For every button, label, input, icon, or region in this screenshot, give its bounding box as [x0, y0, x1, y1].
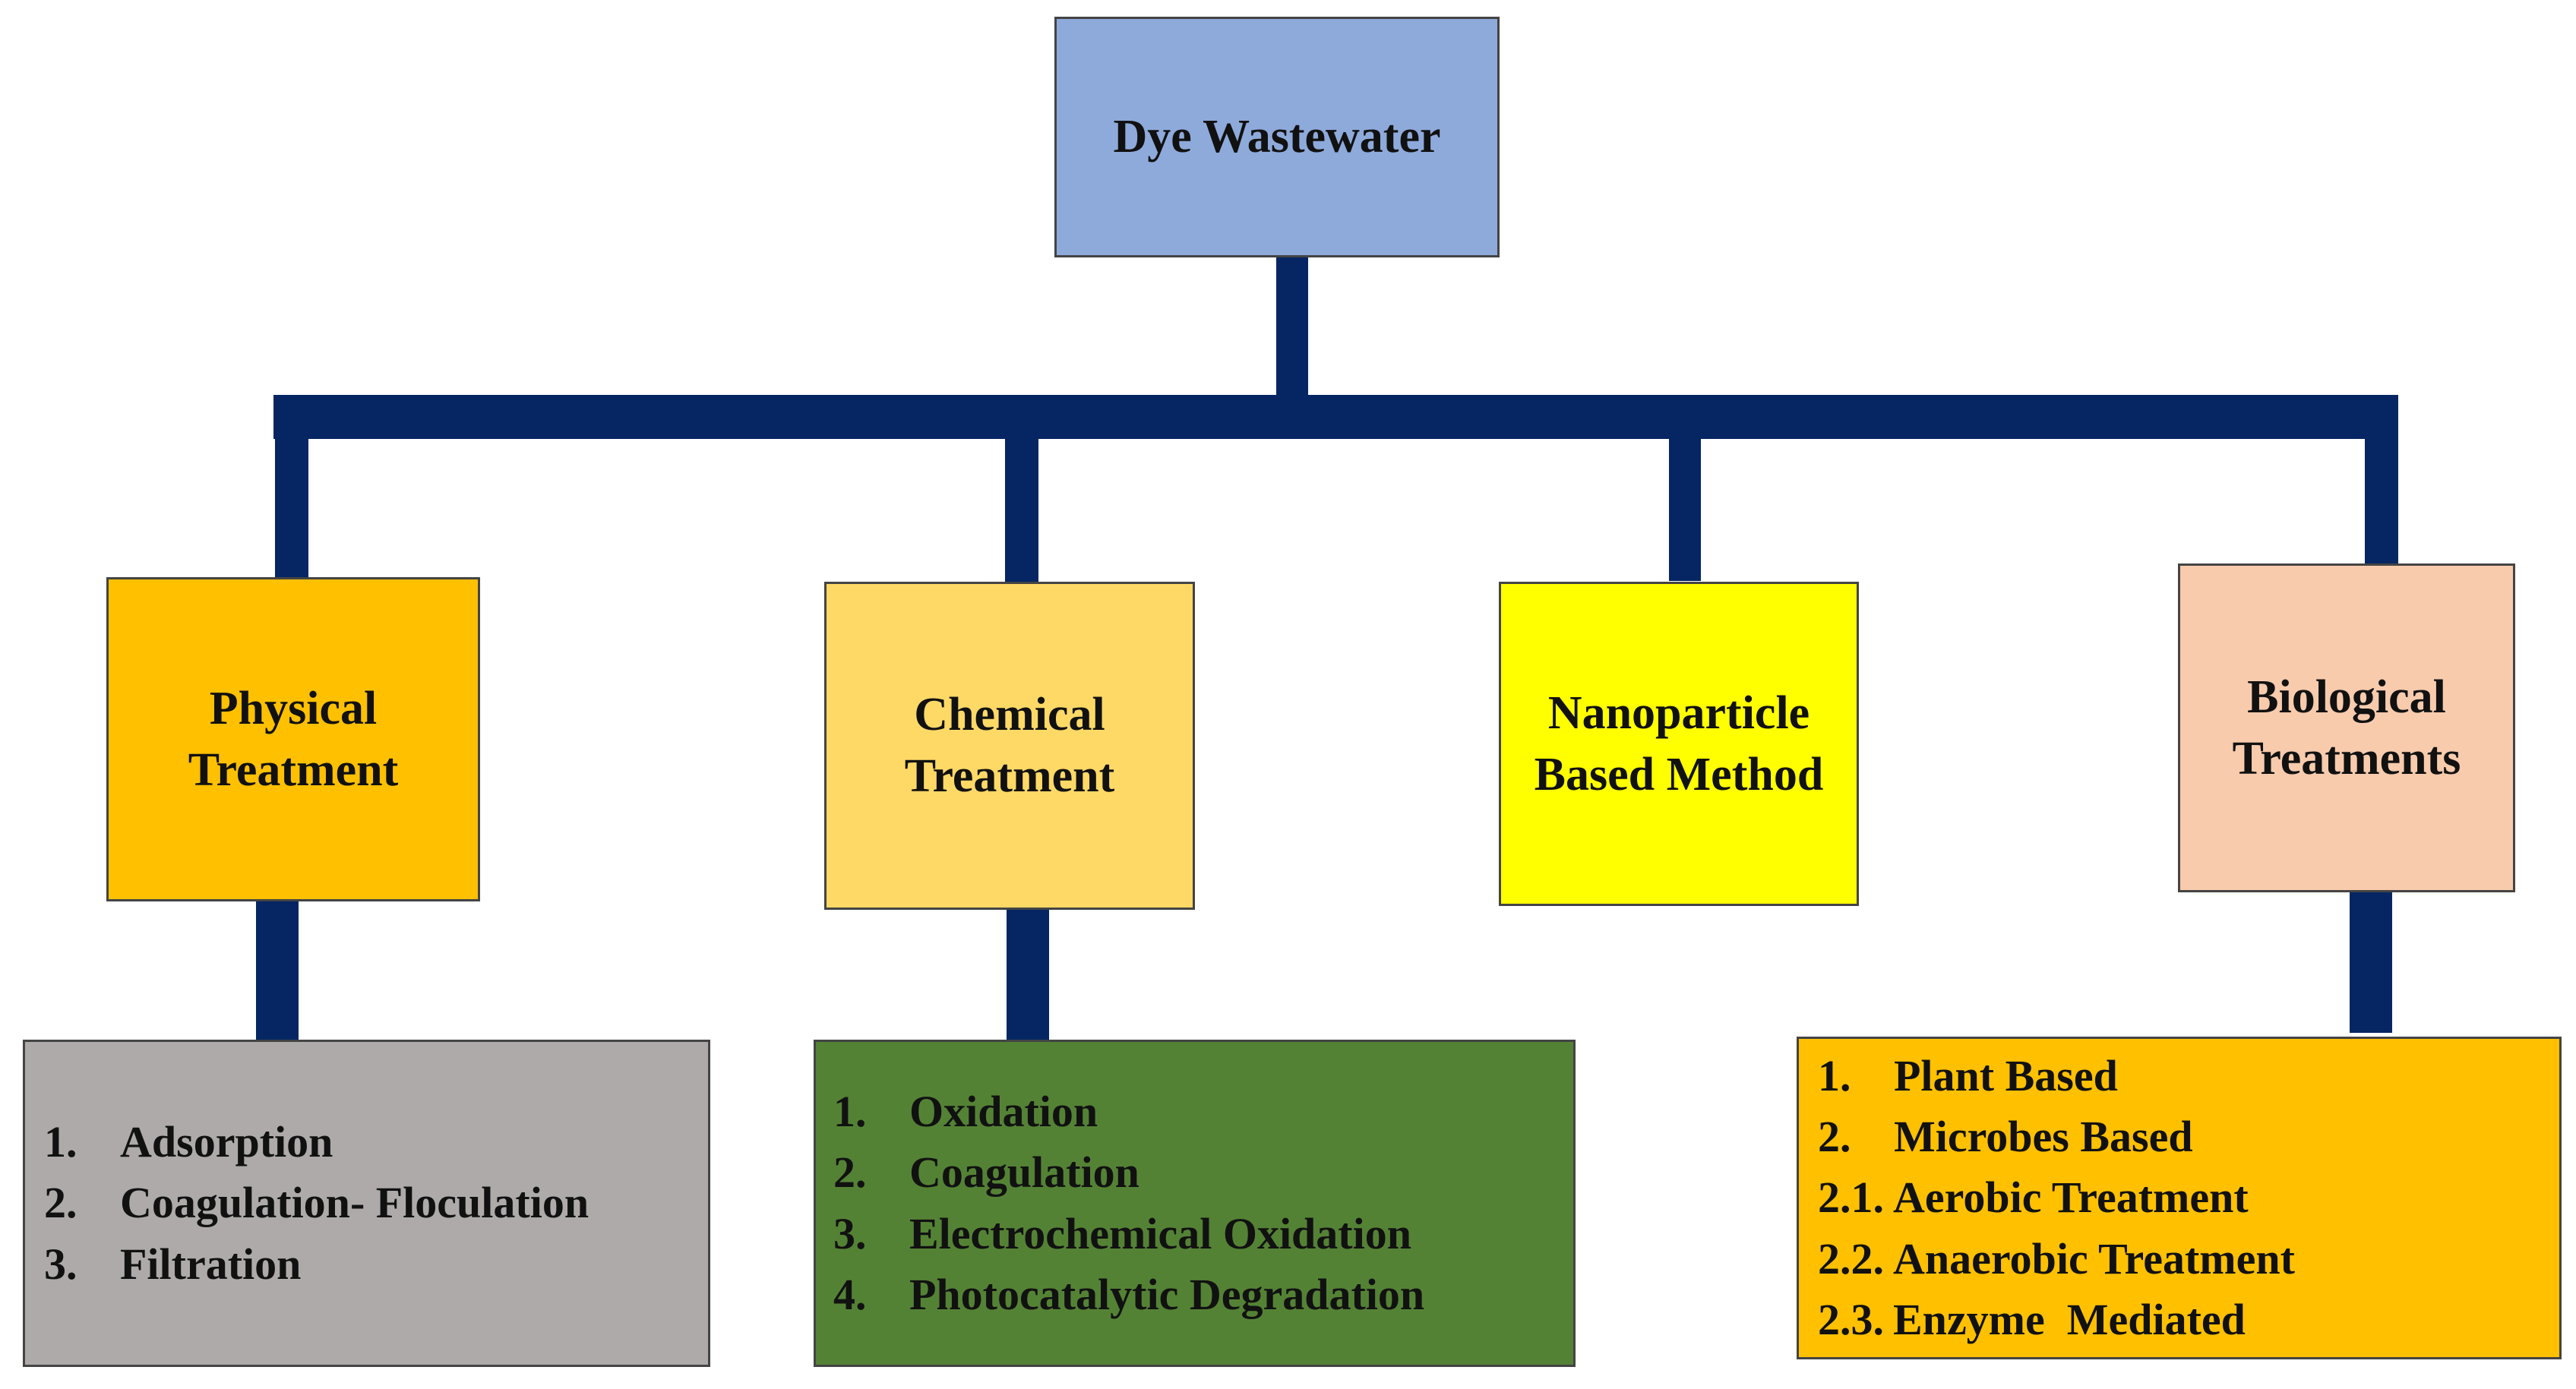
method-item-text: Enzyme Mediated — [1893, 1294, 2246, 1344]
connector-chemical-drop — [1005, 437, 1038, 583]
connector-biological-methods — [2350, 892, 2392, 1033]
method-item: 2.1.Aerobic Treatment — [1818, 1167, 2559, 1228]
method-item: 2. Coagulation- Floculation — [44, 1173, 708, 1233]
connector-physical-methods — [256, 900, 299, 1041]
method-item: 1. Plant Based — [1818, 1046, 2559, 1106]
method-item: 2. Microbes Based — [1818, 1106, 2559, 1167]
connector-chemical-methods — [1007, 909, 1049, 1043]
physical-treatment-label: Physical Treatment — [188, 682, 399, 796]
method-item-number: 2.3. — [1818, 1294, 1884, 1344]
method-item-text: Adsorption — [120, 1117, 333, 1167]
method-item-number: 2. — [1818, 1112, 1851, 1162]
method-item: 1. Adsorption — [44, 1112, 708, 1173]
method-item-text: Aerobic Treatment — [1893, 1173, 2249, 1223]
method-item-number: 1. — [833, 1087, 867, 1137]
method-item-text: Oxidation — [909, 1087, 1098, 1137]
connector-biological-drop — [2365, 395, 2398, 572]
method-item: 3. Electrochemical Oxidation — [833, 1204, 1573, 1264]
method-item: 2.2.Anaerobic Treatment — [1818, 1229, 2559, 1290]
connector-horizontal-bar — [273, 395, 2395, 439]
method-item-number: 4. — [833, 1269, 867, 1319]
method-item-text: Photocatalytic Degradation — [909, 1269, 1425, 1319]
method-item-text: Coagulation — [909, 1148, 1139, 1198]
method-item-number: 2. — [44, 1178, 77, 1228]
connector-root-stem — [1276, 254, 1308, 397]
chemical-treatment-node: Chemical Treatment — [824, 582, 1195, 910]
chemical-treatment-label: Chemical Treatment — [904, 689, 1115, 802]
biological-treatments-node: Biological Treatments — [2178, 563, 2515, 892]
method-item-text: Plant Based — [1894, 1051, 2118, 1101]
method-item-number: 2.2. — [1818, 1233, 1884, 1283]
nanoparticle-method-node: Nanoparticle Based Method — [1499, 582, 1859, 906]
chemical-methods-list: 1. Oxidation 2. Coagulation 3. Electrochemica… — [814, 1040, 1576, 1367]
method-item: 2.3.Enzyme Mediated — [1818, 1290, 2559, 1350]
method-item: 3. Filtration — [44, 1234, 708, 1295]
nanoparticle-method-label: Nanoparticle Based Method — [1534, 687, 1824, 800]
method-item-text: Anaerobic Treatment — [1893, 1233, 2295, 1283]
physical-methods-list: 1. Adsorption 2. Coagulation- Floculation 3.… — [23, 1040, 710, 1367]
method-item-text: Coagulation- Floculation — [120, 1178, 589, 1228]
method-item-number: 1. — [44, 1117, 77, 1167]
method-item-number: 3. — [44, 1239, 77, 1289]
method-item-number: 3. — [833, 1208, 867, 1258]
method-item: 2. Coagulation — [833, 1142, 1573, 1203]
physical-treatment-node: Physical Treatment — [106, 577, 480, 901]
method-item-text: Filtration — [120, 1239, 302, 1289]
connector-physical-drop — [275, 395, 308, 579]
method-item-text: Microbes Based — [1894, 1112, 2193, 1162]
root-node-label: Dye Wastewater — [1113, 111, 1441, 163]
method-item-number: 1. — [1818, 1051, 1851, 1101]
method-item-text: Electrochemical Oxidation — [909, 1208, 1411, 1258]
method-item: 1. Oxidation — [833, 1081, 1573, 1142]
biological-treatments-label: Biological Treatments — [2232, 671, 2461, 784]
method-item-number: 2. — [833, 1148, 867, 1198]
method-item: 4. Photocatalytic Degradation — [833, 1264, 1573, 1325]
method-item-number: 2.1. — [1818, 1173, 1884, 1223]
connector-nanoparticle-drop — [1669, 437, 1701, 581]
root-node: Dye Wastewater — [1054, 17, 1500, 257]
